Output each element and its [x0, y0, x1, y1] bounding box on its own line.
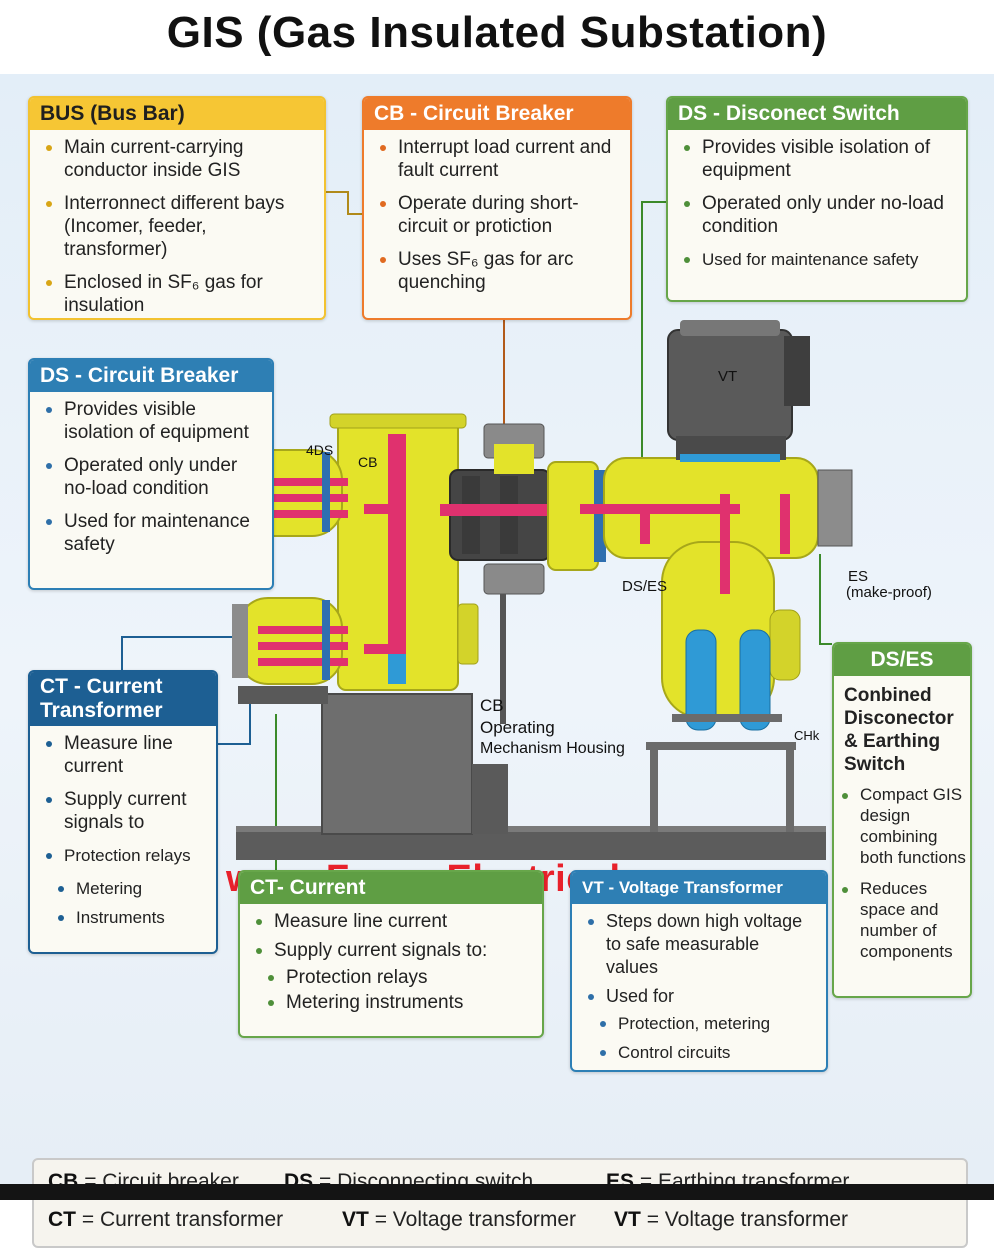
cb-mechanism-label-2: Operating — [480, 718, 555, 737]
list-item: Main current-carrying conductor inside G… — [44, 136, 314, 182]
list-item: Uses SF₆ gas for arc quenching — [378, 248, 620, 294]
list-item: Metering — [44, 877, 206, 900]
ct-transformer-card-header: CT - Current Transformer — [30, 672, 216, 726]
es-label: ES — [848, 568, 869, 585]
list-item: Reduces space and number of components — [840, 878, 966, 962]
cb-tank-flange-top — [329, 413, 467, 429]
ct-current-card: CT- Current Measure line current Supply … — [238, 870, 544, 1038]
ds-switch-card: DS - Disconect Switch Provides visible i… — [666, 96, 968, 302]
list-item: Instruments — [44, 906, 206, 929]
bus-card-list: Main current-carrying conductor inside G… — [30, 130, 324, 318]
ct-transformer-card: CT - Current Transformer Measure line cu… — [28, 670, 218, 954]
legend-item-vt-2: VT = Voltage transformer — [614, 1208, 849, 1231]
bus-card-header: BUS (Bus Bar) — [30, 98, 324, 130]
legend: CB = Circuit breaker DS = Disconnecting … — [32, 1158, 968, 1248]
list-item: Provides visible isolation of equipment — [44, 398, 262, 444]
left-support — [238, 686, 328, 704]
bus-card: BUS (Bus Bar) Main current-carrying cond… — [28, 96, 326, 320]
ds-es-card-body: Conbined Disconector & Earthing Switch — [844, 685, 954, 775]
list-item: Interronnect different bays (Incomer, fe… — [44, 192, 314, 261]
lower-bushing-1 — [685, 629, 717, 731]
list-item: Provides visible isolation of equipment — [682, 136, 956, 182]
list-item: Used for maintenance safety — [682, 248, 956, 271]
base-frame-top — [236, 826, 826, 832]
ds-es-label: DS/ES — [622, 578, 668, 595]
bottom-bar — [0, 1184, 994, 1200]
vt-card-list: Steps down high voltage to safe measurab… — [572, 904, 826, 1070]
vt-card: VT - Voltage Transformer Steps down high… — [570, 870, 828, 1072]
list-item: Supply current signals to: — [254, 939, 532, 962]
bottom-nozzle — [483, 563, 545, 595]
page-title: GIS (Gas Insulated Substation) — [166, 8, 828, 57]
chk-label: CHk — [794, 728, 820, 743]
ct-transformer-card-list: Measure line current Supply current sign… — [30, 726, 216, 939]
list-item: Operate during short-circuit or proticti… — [378, 192, 620, 238]
cb-label: CB — [358, 454, 378, 470]
list-item: Used for — [586, 985, 816, 1008]
ds-switch-card-header: DS - Disconect Switch — [668, 98, 966, 130]
cb-card-header: CB - Circuit Breaker — [364, 98, 630, 130]
cb-card: CB - Circuit Breaker Interrupt load curr… — [362, 96, 632, 320]
list-item: Measure line current — [254, 910, 532, 933]
connector-ct-left — [121, 636, 240, 674]
list-item: Used for maintenance safety — [44, 510, 262, 556]
cb-mechanism-label-3: Mechanism Housing — [480, 740, 625, 757]
vt-housing — [667, 329, 793, 441]
gis-equipment-illustration — [232, 320, 853, 860]
connector-dses — [819, 554, 832, 645]
cb-busbar — [388, 434, 406, 674]
list-item: Control circuits — [586, 1041, 816, 1064]
ds-circuit-breaker-card-header: DS - Circuit Breaker — [30, 360, 272, 392]
right-flange — [817, 469, 853, 547]
left-flange-lower — [232, 604, 248, 678]
ct-current-card-header: CT- Current — [240, 872, 542, 904]
list-item: Protection relays — [44, 844, 206, 867]
list-item: Measure line current — [44, 732, 206, 778]
ds-es-card-list: Compact GIS design combining both functi… — [834, 784, 970, 962]
lower-bushing-2 — [739, 629, 771, 731]
list-item: Compact GIS design combining both functi… — [840, 784, 966, 868]
list-item: Steps down high voltage to safe measurab… — [586, 910, 816, 979]
vt-label: VT — [718, 368, 738, 385]
cb-mechanism-label-1: CB — [480, 696, 504, 715]
ds-switch-card-list: Provides visible isolation of equipment … — [668, 130, 966, 285]
cb-bushing — [388, 654, 406, 684]
legend-item-vt: VT = Voltage transformer — [342, 1208, 577, 1231]
connector-bus-cb — [322, 191, 368, 215]
ct-current-card-list: Measure line current Supply current sign… — [240, 904, 542, 1024]
ds-es-card: DS/ES Conbined Disconector & Earthing Sw… — [832, 642, 972, 998]
list-item: Supply current signals to — [44, 788, 206, 834]
ds-circuit-breaker-card: DS - Circuit Breaker Provides visible is… — [28, 358, 274, 590]
list-item: Operated only under no-load condition — [44, 454, 262, 500]
diagram-canvas: VT 4DS CB DS/ES ES (make-proof) CB Opera… — [0, 74, 994, 1248]
list-item: Metering instruments — [254, 991, 532, 1014]
ds-es-card-header: DS/ES — [834, 644, 970, 676]
legend-item-ct: CT = Current transformer — [48, 1208, 284, 1231]
list-item: Protection, metering — [586, 1012, 816, 1035]
connector-ds-top — [641, 201, 670, 494]
list-item: Protection relays — [254, 966, 532, 989]
list-item: Operated only under no-load condition — [682, 192, 956, 238]
connector-ct-left-2 — [214, 694, 251, 745]
cb-card-list: Interrupt load current and fault current… — [364, 130, 630, 308]
make-proof-label: (make-proof) — [846, 584, 932, 601]
list-item: Interrupt load current and fault current — [378, 136, 620, 182]
ds-circuit-breaker-card-list: Provides visible isolation of equipment … — [30, 392, 272, 570]
vt-card-header: VT - Voltage Transformer — [572, 872, 826, 904]
mechanism-housing — [321, 693, 473, 835]
list-item: Enclosed in SF₆ gas for insulation — [44, 271, 314, 317]
mechanism-side — [472, 764, 508, 834]
four-ds-label: 4DS — [306, 442, 334, 458]
